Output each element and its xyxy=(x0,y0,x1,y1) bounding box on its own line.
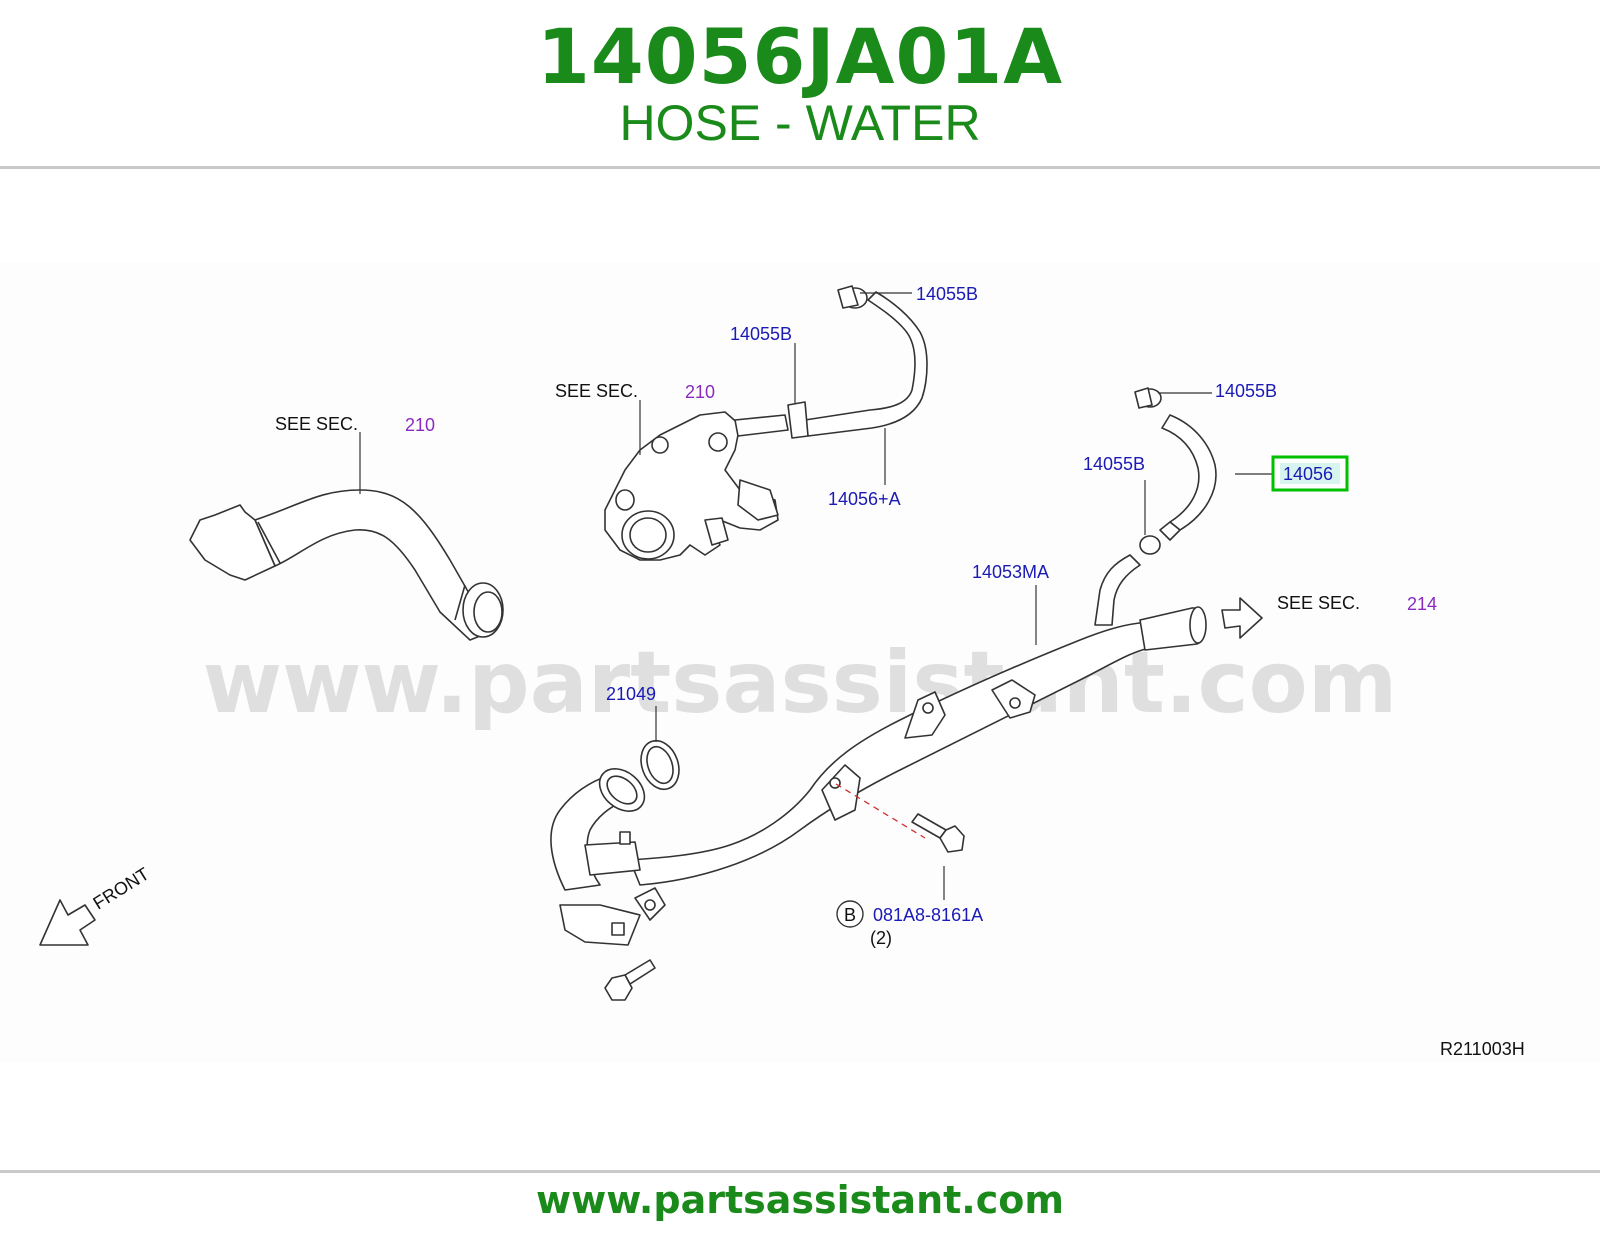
label-hose-a[interactable]: 14056+A xyxy=(828,489,901,509)
bypass-hose-upper[interactable] xyxy=(787,285,928,439)
see-sec-left-number[interactable]: 210 xyxy=(405,415,435,435)
label-clamp-mid[interactable]: 14055B xyxy=(730,324,792,344)
label-bolt[interactable]: 081A8-8161A xyxy=(873,905,983,925)
header: 14056JA01A HOSE - WATER xyxy=(0,0,1600,168)
drawing-code: R211003H xyxy=(1440,1039,1525,1059)
see-sec-right-text: SEE SEC. xyxy=(1277,593,1360,613)
label-clamp-right-top[interactable]: 14055B xyxy=(1215,381,1277,401)
bolt-marker-circle xyxy=(836,900,864,928)
lower-bolt[interactable] xyxy=(604,959,656,1001)
part-name-subtitle: HOSE - WATER xyxy=(619,95,981,151)
bolt-marker: B xyxy=(844,905,856,925)
label-pipe[interactable]: 14053MA xyxy=(972,562,1049,582)
see-sec-center-text: SEE SEC. xyxy=(555,381,638,401)
footer-divider xyxy=(0,1170,1600,1173)
footer-url[interactable]: www.partsassistant.com xyxy=(536,1178,1064,1222)
header-divider xyxy=(0,166,1600,169)
diagram-backdrop xyxy=(0,262,1600,1062)
see-sec-center-number[interactable]: 210 xyxy=(685,382,715,402)
see-sec-left-text: SEE SEC. xyxy=(275,414,358,434)
gasket-ring-inner xyxy=(646,745,674,785)
flange-bolt[interactable] xyxy=(911,813,965,853)
watermark-text: www.partsassistant.com xyxy=(203,633,1398,733)
thermostat-housing[interactable] xyxy=(604,411,789,561)
highlight-box xyxy=(1271,455,1349,492)
bolt-quantity: (2) xyxy=(870,928,892,948)
part-number-title: 14056JA01A xyxy=(536,12,1064,101)
label-gasket[interactable]: 21049 xyxy=(606,684,656,704)
water-pipe[interactable] xyxy=(550,554,1207,946)
water-hose-selected[interactable] xyxy=(1134,387,1217,555)
label-clamp-right-low[interactable]: 14055B xyxy=(1083,454,1145,474)
highlight-fill xyxy=(1280,463,1340,484)
front-arrow xyxy=(39,899,96,946)
left-radiator-hose[interactable] xyxy=(189,489,504,641)
label-clamp-top[interactable]: 14055B xyxy=(916,284,978,304)
label-hose-selected[interactable]: 14056 xyxy=(1283,464,1333,484)
see-sec-arrow xyxy=(1221,597,1263,639)
see-sec-right-number[interactable]: 214 xyxy=(1407,594,1437,614)
